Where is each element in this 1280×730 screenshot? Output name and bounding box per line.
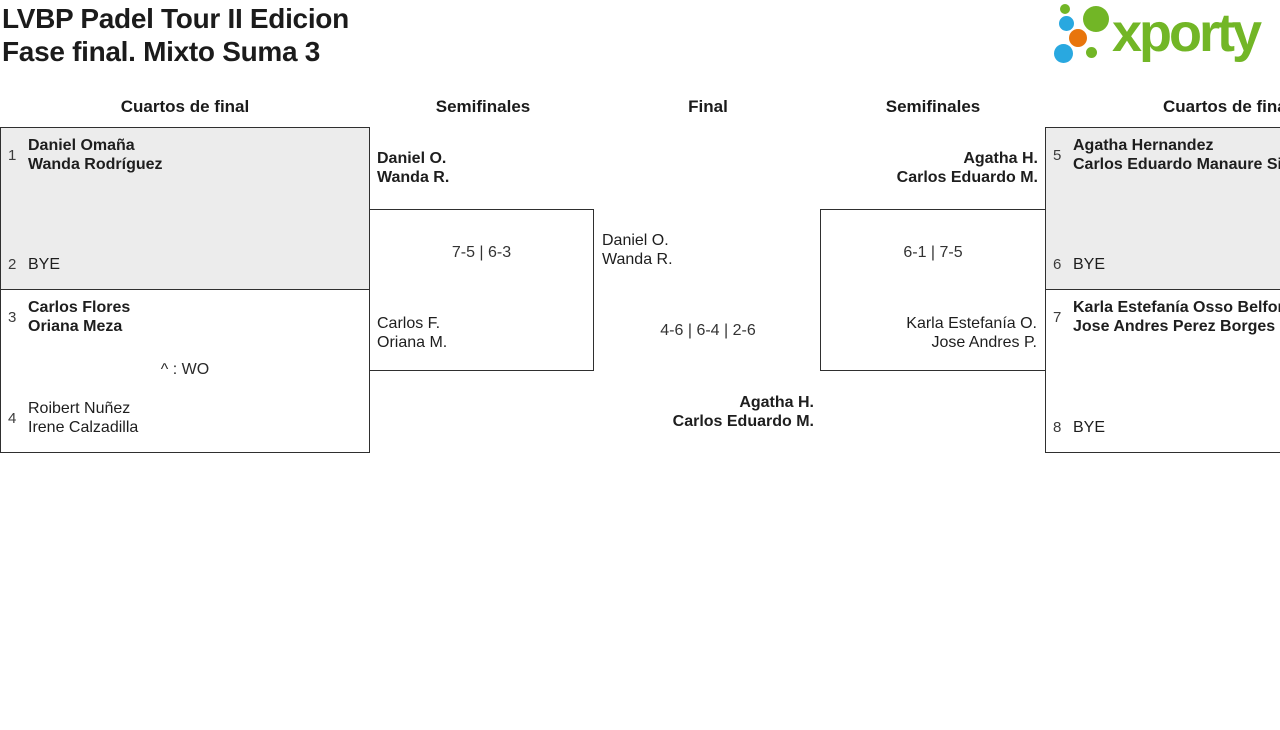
round-header-final: Final [688, 97, 728, 116]
bye-label: BYE [28, 256, 61, 273]
player-name: Carlos F. [377, 315, 441, 332]
player-name: Karla Estefanía Osso Belfort [1073, 299, 1280, 316]
match-box-sf-right[interactable]: 6-1 | 7-5 Karla Estefanía O. Jose Andres… [820, 209, 1046, 371]
player-name: Irene Calzadilla [28, 419, 139, 436]
bye-label: BYE [1073, 419, 1106, 436]
logo-dot-icon [1083, 6, 1109, 32]
player-name: Wanda R. [377, 169, 450, 186]
logo-dot-icon [1054, 44, 1073, 63]
player-name: Carlos Eduardo M. [672, 413, 814, 430]
walkover-note: ^ : WO [160, 361, 210, 378]
match-box-qf4[interactable]: 7 Karla Estefanía Osso Belfort Jose Andr… [1045, 289, 1280, 453]
sf-right-loser-team: Karla Estefanía O. Jose Andres P. [906, 314, 1037, 352]
player-name: Agatha Hernandez [1073, 137, 1214, 154]
logo-dot-icon [1060, 4, 1070, 14]
player-name: Carlos Eduardo M. [896, 169, 1038, 186]
team-row: 7 Karla Estefanía Osso Belfort Jose Andr… [1053, 298, 1280, 336]
logo-dot-icon [1069, 29, 1087, 47]
seed-number: 5 [1053, 146, 1062, 164]
final-score: 4-6 | 6-4 | 2-6 [660, 322, 756, 339]
team-row: 1 Daniel Omaña Wanda Rodríguez [8, 136, 361, 174]
player-name: Jose Andres Perez Borges [1073, 318, 1276, 335]
team-row: 5 Agatha Hernandez Carlos Eduardo Manaur… [1053, 136, 1280, 174]
player-name: Wanda Rodríguez [28, 156, 163, 173]
match-box-qf2[interactable]: 3 Carlos Flores Oriana Meza ^ : WO 4 Roi… [0, 289, 370, 453]
player-name: Wanda R. [602, 251, 673, 268]
round-header-sf-left: Semifinales [435, 97, 531, 116]
round-header-qf-left: Cuartos de final [120, 97, 250, 116]
seed-number: 8 [1053, 419, 1062, 436]
round-header-sf-right: Semifinales [885, 97, 981, 116]
player-name: Oriana M. [377, 334, 448, 351]
player-name: Agatha H. [739, 394, 814, 411]
seed-number: 7 [1053, 308, 1062, 326]
final-winner-team: Agatha H. Carlos Eduardo M. [673, 393, 814, 431]
page-title-line1: LVBP Padel Tour II Edicion [2, 3, 349, 34]
seed-number: 3 [8, 308, 17, 326]
player-name: Oriana Meza [28, 318, 123, 335]
team-row: 4 Roibert Nuñez Irene Calzadilla [8, 399, 361, 437]
player-name: Jose Andres P. [931, 334, 1037, 351]
player-name: Daniel O. [377, 150, 447, 167]
sf-left-winner-team: Daniel O. Wanda R. [377, 149, 449, 187]
seed-number: 4 [8, 409, 17, 427]
xporty-logo[interactable]: xporty [1050, 0, 1280, 70]
player-name: Agatha H. [963, 150, 1038, 167]
round-header-qf-right: Cuartos de final [1163, 97, 1280, 116]
logo-dot-icon [1059, 16, 1074, 31]
final-team-left: Daniel O. Wanda R. [602, 231, 673, 269]
team-row: 2 BYE [8, 255, 361, 274]
logo-wordmark: xporty [1112, 3, 1262, 63]
page-title-line2: Fase final. Mixto Suma 3 [2, 36, 320, 67]
match-score: 6-1 | 7-5 [903, 244, 963, 261]
match-box-sf-left[interactable]: 7-5 | 6-3 Carlos F. Oriana M. [369, 209, 594, 371]
seed-number: 2 [8, 256, 17, 273]
seed-number: 1 [8, 146, 17, 164]
sf-right-winner-team: Agatha H. Carlos Eduardo M. [897, 149, 1038, 187]
player-name: Daniel O. [602, 232, 669, 249]
sf-left-loser-team: Carlos F. Oriana M. [377, 314, 447, 352]
player-name: Roibert Nuñez [28, 400, 131, 417]
team-row: 8 BYE [1053, 418, 1280, 437]
team-row: 3 Carlos Flores Oriana Meza [8, 298, 361, 336]
seed-number: 6 [1053, 256, 1062, 273]
player-name: Carlos Eduardo Manaure Sir [1073, 156, 1280, 173]
logo-dot-icon [1086, 47, 1097, 58]
match-box-qf1[interactable]: 1 Daniel Omaña Wanda Rodríguez 2 BYE [0, 127, 370, 290]
player-name: Karla Estefanía O. [906, 315, 1037, 332]
bye-label: BYE [1073, 256, 1106, 273]
team-row: 6 BYE [1053, 255, 1280, 274]
match-box-qf3[interactable]: 5 Agatha Hernandez Carlos Eduardo Manaur… [1045, 127, 1280, 290]
player-name: Carlos Flores [28, 299, 131, 316]
match-score: 7-5 | 6-3 [451, 244, 512, 261]
player-name: Daniel Omaña [28, 137, 135, 154]
